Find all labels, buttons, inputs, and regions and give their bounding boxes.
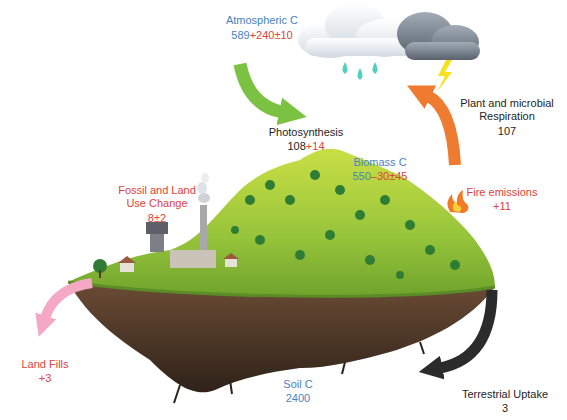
flux-value: 8±2 xyxy=(148,212,166,225)
island-rock xyxy=(68,282,495,392)
trees xyxy=(93,170,460,279)
flux-name: Plant and microbial Respiration xyxy=(457,97,557,123)
pool-name: Soil C xyxy=(283,378,312,391)
pool-change: +240±10 xyxy=(250,29,293,42)
flux-name: Fossil and Land Use Change xyxy=(113,184,201,210)
flux-name: Photosynthesis xyxy=(269,126,344,139)
landfill-arrow xyxy=(45,283,92,318)
flux-name: Land Fills xyxy=(21,358,68,371)
flux-name: Fire emissions xyxy=(467,186,538,199)
flux-value: 107 xyxy=(498,125,516,138)
flux-value: +11 xyxy=(493,200,511,213)
photosynthesis-arrow xyxy=(240,64,282,112)
respiration-arrow xyxy=(428,96,455,165)
terrestrial-uptake-arrow xyxy=(440,290,492,368)
fire xyxy=(447,190,468,213)
island-grass xyxy=(68,149,495,296)
pool-value: 589 xyxy=(231,29,249,42)
pool-value: 550 xyxy=(353,170,371,183)
rain-drops xyxy=(343,62,378,80)
clouds xyxy=(298,3,480,60)
lightning-bolt xyxy=(437,60,452,92)
island-rim xyxy=(68,282,495,296)
flux-value: 3 xyxy=(502,402,508,415)
flux-value: +3 xyxy=(39,372,52,385)
flux-value: 108 xyxy=(287,140,305,153)
pool-name: Biomass C xyxy=(353,156,406,169)
flux-change: +14 xyxy=(306,140,325,153)
pool-value: 2400 xyxy=(286,392,310,405)
pool-name: Atmospheric C xyxy=(226,14,298,27)
pool-change: –30±45 xyxy=(371,170,408,183)
flux-name: Terrestrial Uptake xyxy=(462,388,548,401)
